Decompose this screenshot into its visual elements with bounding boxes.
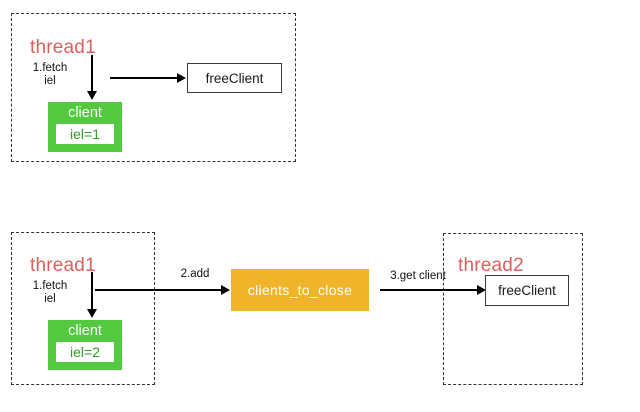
arrow-add-to-queue (95, 283, 231, 297)
thread1-container-top (11, 13, 296, 162)
client-node-title-top: client (68, 105, 102, 121)
fetch-label-bottom: 1.fetch iel (32, 280, 68, 305)
client-node-bottom: client iel=2 (48, 320, 122, 370)
get-client-label: 3.get client (390, 270, 446, 282)
thread1-title-bottom: thread1 (30, 255, 96, 276)
free-client-node-bottom: freeClient (485, 275, 569, 306)
fetch-label-top: 1.fetch iel (32, 62, 68, 87)
client-node-top: client iel=1 (48, 102, 122, 152)
arrow-get-client (380, 283, 487, 297)
thread1-title-top: thread1 (30, 37, 96, 58)
client-node-value-top: iel=1 (70, 126, 100, 142)
arrow-fetch-bottom (86, 272, 98, 318)
arrow-to-freeclient-top (110, 71, 186, 85)
client-node-value-bottom: iel=2 (70, 344, 100, 360)
clients-to-close-node: clients_to_close (231, 269, 369, 311)
thread2-container (443, 233, 583, 385)
add-label: 2.add (180, 268, 210, 280)
free-client-node-top: freeClient (187, 63, 282, 93)
client-node-value-box-top: iel=1 (55, 123, 115, 145)
thread1-container-bottom (11, 232, 155, 385)
thread2-title: thread2 (458, 255, 524, 276)
client-node-value-box-bottom: iel=2 (55, 341, 115, 363)
client-node-title-bottom: client (68, 323, 102, 339)
arrow-fetch-top (86, 55, 98, 100)
